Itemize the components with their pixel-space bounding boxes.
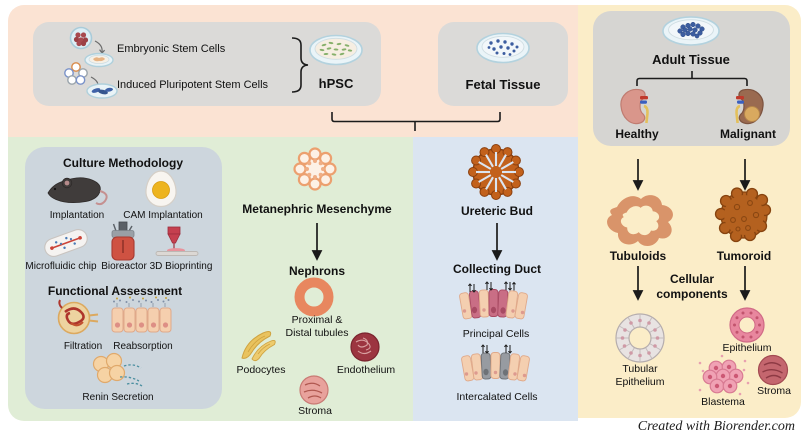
intercalated-cells-label: Intercalated Cells — [456, 391, 538, 403]
stem-cell-card — [33, 22, 381, 106]
metanephric-mesenchyme-label: Metanephric Mesenchyme — [242, 202, 392, 216]
cam-implantation-label: CAM Implantation — [123, 210, 203, 221]
endothelium-label: Endothelium — [336, 364, 396, 376]
functional-assessment-title: Functional Assessment — [47, 284, 183, 298]
culture-methodology-title: Culture Methodology — [63, 156, 183, 170]
esc-label: Embryonic Stem Cells — [117, 43, 226, 55]
malignant-label: Malignant — [720, 127, 776, 141]
tubuloids-label: Tubuloids — [609, 249, 667, 263]
hpsc-label: hPSC — [318, 76, 354, 91]
epithelium-label: Epithelium — [722, 342, 772, 354]
ureteric-lineage-panel — [413, 137, 578, 421]
fetal-tissue-card — [438, 22, 568, 106]
tubular-epithelium-label: Tubular Epithelium — [615, 363, 665, 388]
cellular-components-label: Cellular components — [656, 272, 728, 301]
stroma-adult-label: Stroma — [757, 385, 791, 397]
stroma-nephron-label: Stroma — [298, 405, 332, 417]
filtration-label: Filtration — [63, 341, 103, 352]
fetal-tissue-label: Fetal Tissue — [465, 77, 541, 92]
proximal-distal-label: Proximal & Distal tubules — [285, 314, 349, 339]
implantation-label: Implantation — [49, 210, 105, 221]
microfluidic-chip-label: Microfluidic chip — [25, 261, 97, 272]
culture-methodology-card — [25, 147, 222, 409]
healthy-label: Healthy — [615, 127, 659, 141]
ipsc-label: Induced Pluripotent Stem Cells — [117, 79, 269, 91]
bioreactor-label: Bioreactor — [101, 261, 147, 272]
principal-cells-label: Principal Cells — [462, 328, 530, 340]
collecting-duct-label: Collecting Duct — [452, 262, 542, 276]
ureteric-bud-label: Ureteric Bud — [460, 204, 534, 218]
blastema-label: Blastema — [701, 396, 745, 408]
nephrons-label: Nephrons — [288, 264, 346, 278]
renin-secretion-label: Renin Secretion — [82, 392, 154, 403]
adult-tissue-label: Adult Tissue — [652, 52, 730, 67]
adult-tissue-card — [593, 11, 790, 146]
bioprinting-label: 3D Bioprinting — [149, 261, 213, 272]
podocytes-label: Podocytes — [236, 364, 286, 376]
reabsorption-label: Reabsorption — [113, 341, 173, 352]
tumoroid-label: Tumoroid — [716, 249, 772, 263]
biorender-credit: Created with Biorender.com — [637, 419, 795, 434]
